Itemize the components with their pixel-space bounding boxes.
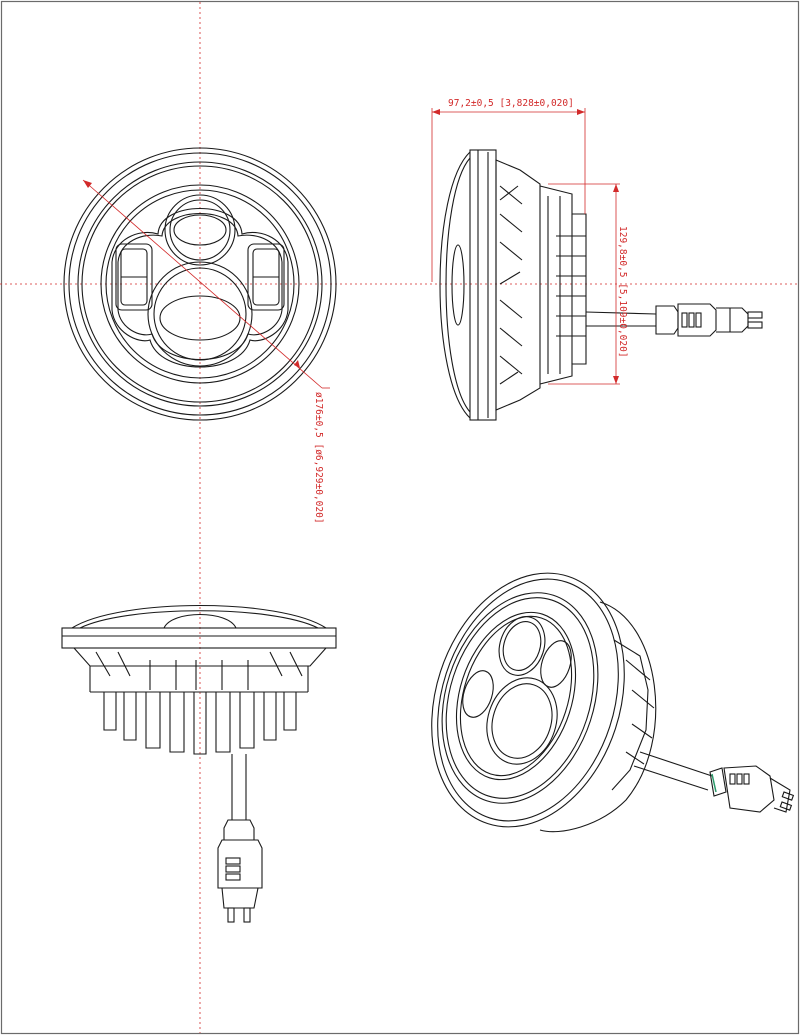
diameter-leader [82, 179, 330, 389]
cable-ring-marker [711, 773, 717, 793]
side-view [439, 149, 763, 421]
top-view [61, 605, 337, 923]
depth-dimension: 97,2±0,5 [3,828±0,020] [448, 98, 574, 109]
diameter-dimension: ø176±0,5 [ø6,929±0,020] [313, 392, 324, 524]
depth-dimension-lines [431, 108, 586, 282]
isometric-view [431, 572, 795, 833]
height-dimension-lines [548, 183, 620, 385]
front-view [63, 147, 337, 421]
height-dimension: 129,8±0,5 [5,109±0,020] [617, 226, 628, 358]
